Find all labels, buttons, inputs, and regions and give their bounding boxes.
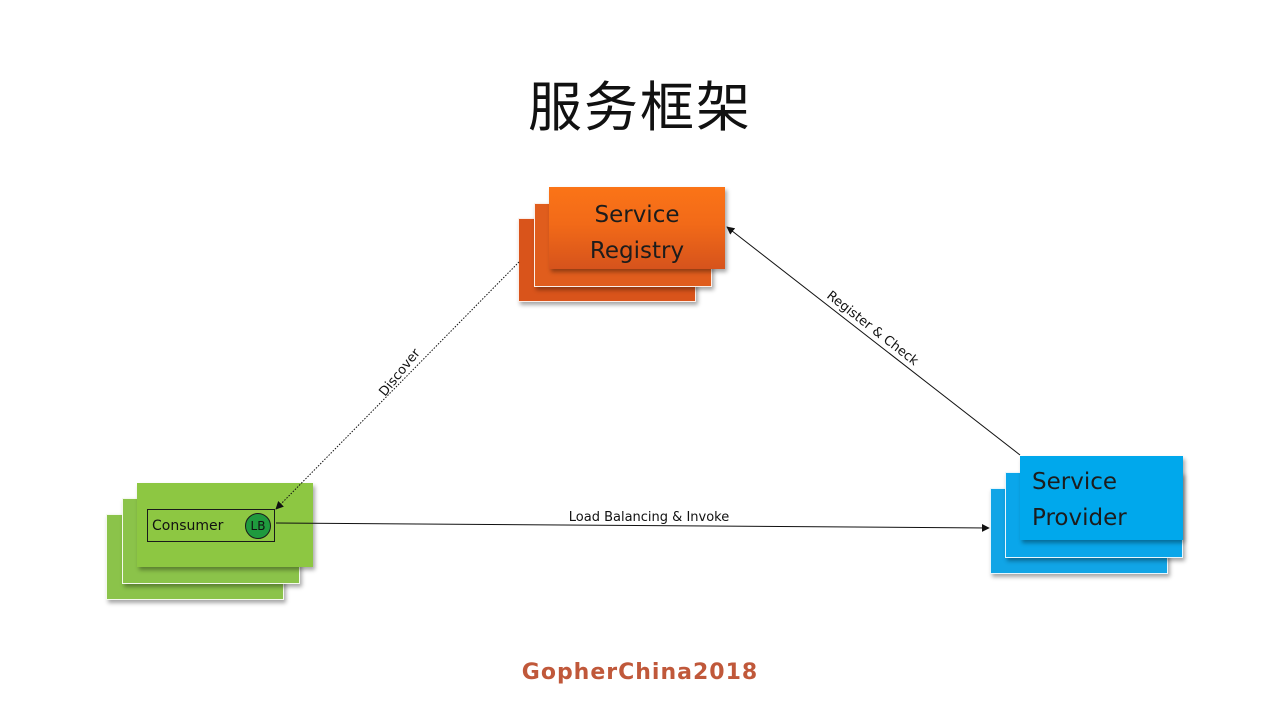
load-balancing-invoke-arrow bbox=[275, 522, 990, 532]
consumer-node: Consumer LB bbox=[137, 483, 313, 567]
service-provider-node: Service Provider bbox=[1020, 456, 1183, 540]
service-registry-label: Service Registry bbox=[589, 202, 685, 264]
footer-brand: GopherChina2018 bbox=[521, 660, 759, 685]
discover-label: Discover bbox=[376, 346, 424, 400]
service-provider-label: Service Provider bbox=[1032, 469, 1127, 531]
discover-arrow bbox=[275, 261, 520, 510]
consumer-box: Consumer LB bbox=[147, 509, 275, 542]
register-check-arrow bbox=[726, 226, 1021, 456]
slide-title: 服务框架 bbox=[528, 76, 752, 139]
register-check-label: Register & Check bbox=[824, 288, 922, 369]
consumer-label: Consumer bbox=[152, 518, 224, 534]
load-balancing-invoke-label: Load Balancing & Invoke bbox=[569, 510, 729, 525]
load-balancer-badge: LB bbox=[245, 513, 271, 539]
service-registry-node: Service Registry bbox=[549, 187, 725, 269]
